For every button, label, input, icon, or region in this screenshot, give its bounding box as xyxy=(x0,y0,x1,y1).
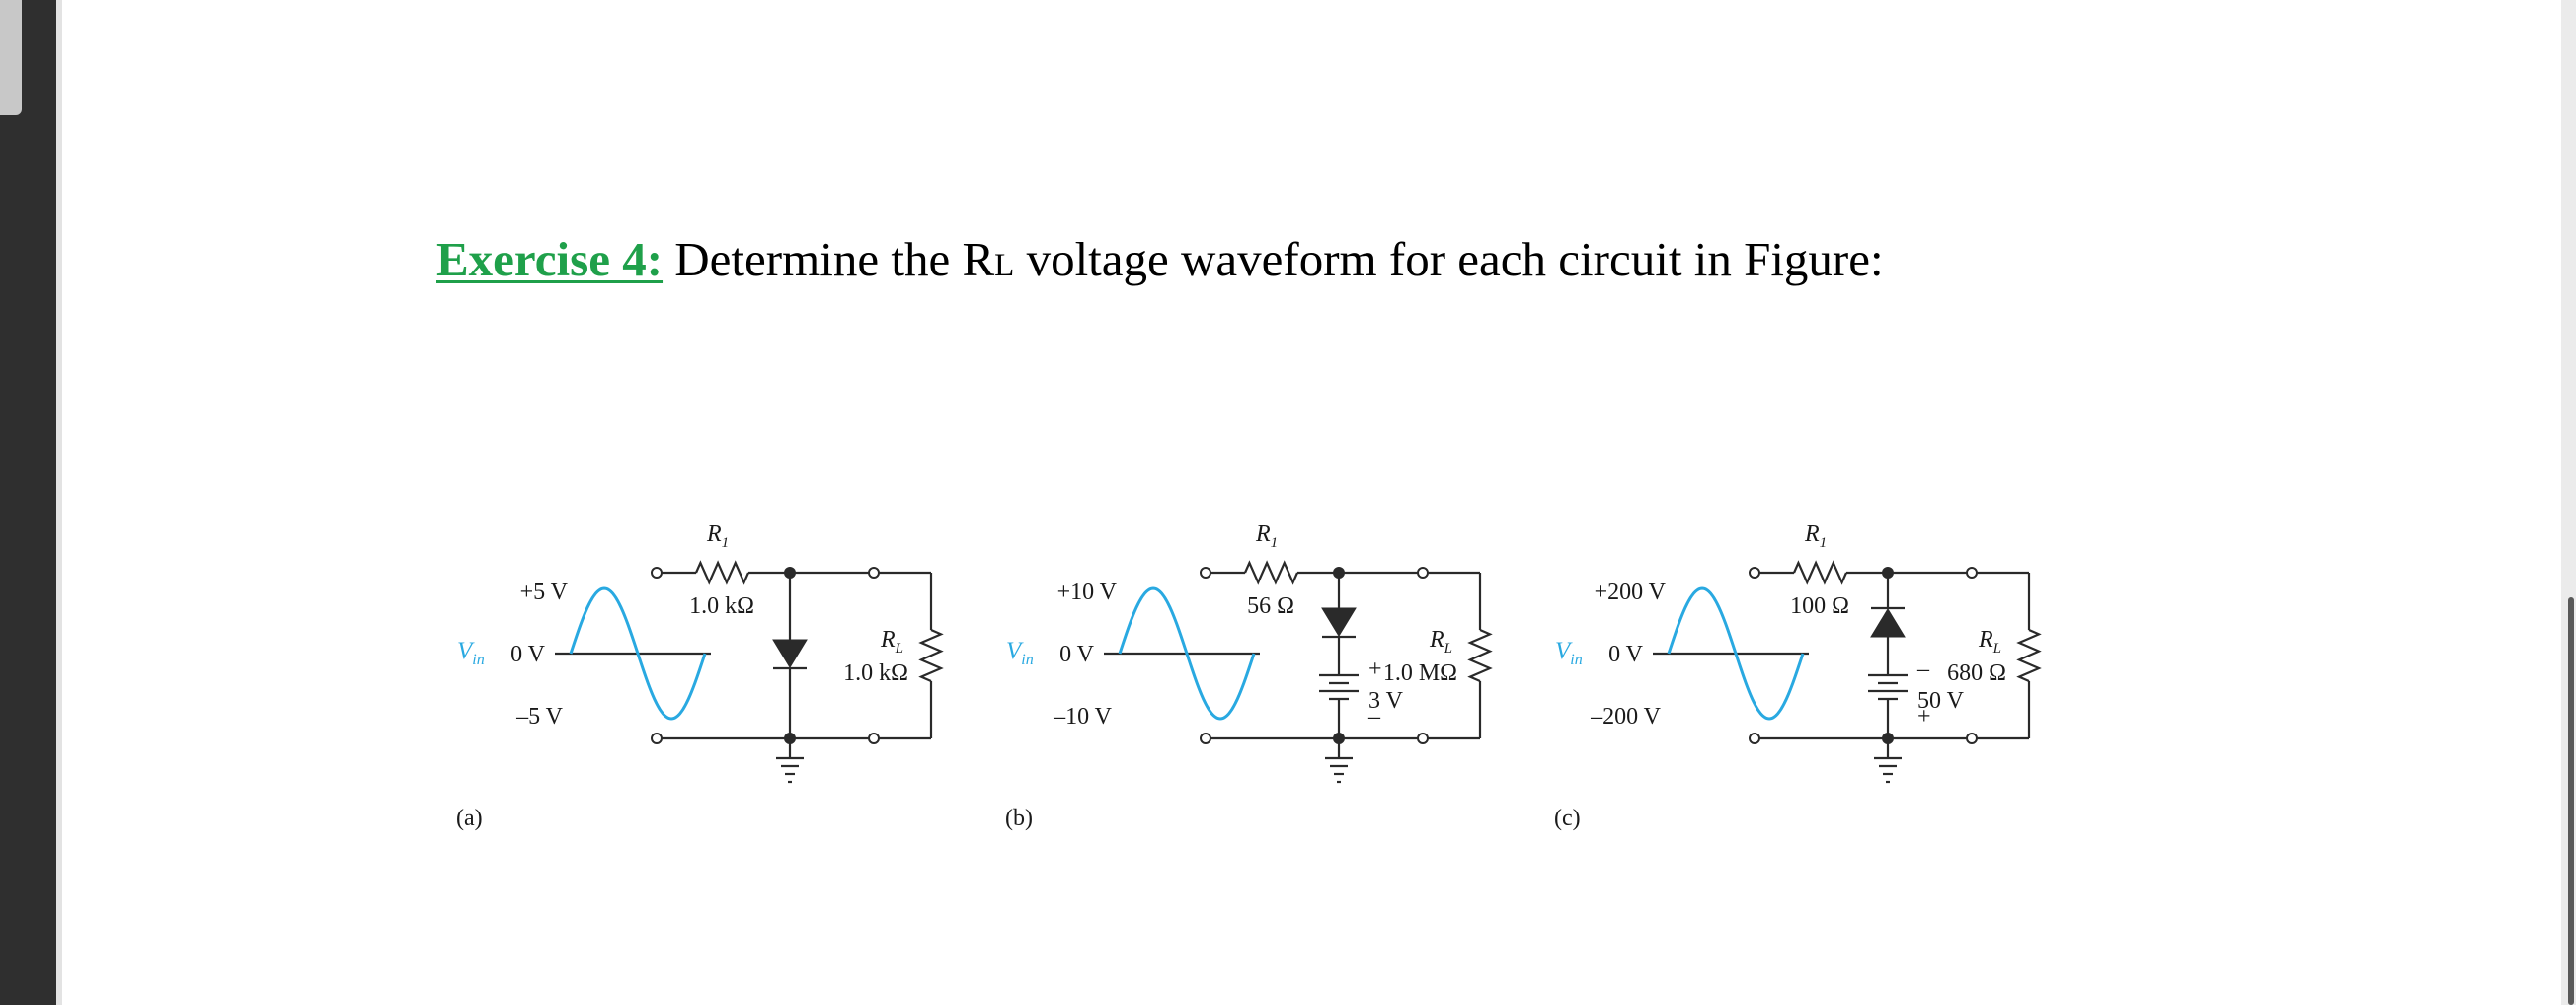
r1-name-label: R1 xyxy=(1255,521,1278,551)
rl-name-label: RL xyxy=(1429,627,1452,657)
scrollbar-thumb[interactable] xyxy=(2568,597,2574,1005)
vin-label: Vin xyxy=(1006,638,1034,668)
battery-value-label: 50 V xyxy=(1917,688,1965,714)
sine-waveform xyxy=(569,586,707,721)
r1-name-label: R1 xyxy=(706,521,729,551)
circuit-b: Vin +10 V 0 V –10 V R1 56 Ω RL 1.0 MΩ+ –3 V (b) xyxy=(1005,521,1493,831)
left-panel-bar xyxy=(0,0,56,1005)
input-terminal-bottom xyxy=(1200,733,1211,744)
output-terminal-bottom xyxy=(1417,733,1429,744)
sine-waveform xyxy=(1667,586,1805,721)
vin-label: Vin xyxy=(1555,638,1583,668)
exercise-heading: Exercise 4: Determine the RL voltage wav… xyxy=(436,230,1884,295)
vin-label: Vin xyxy=(457,638,485,668)
rl-name-label: RL xyxy=(1978,627,2001,657)
circuit-caption: (b) xyxy=(1005,806,1033,831)
output-terminal-bottom xyxy=(868,733,880,744)
circuit-caption: (a) xyxy=(456,806,483,831)
battery-top-sign: + xyxy=(1368,657,1382,682)
diode-symbol xyxy=(772,639,808,668)
zero-volt-label: 0 V xyxy=(1608,642,1644,667)
rl-resistor-symbol xyxy=(2016,628,2042,683)
circuit-c: Vin +200 V 0 V –200 V R1 100 Ω RL 680 Ω– +50 V (c… xyxy=(1554,521,2042,831)
positive-peak-label: +5 V xyxy=(520,580,569,605)
heading-text: Determine the R xyxy=(663,232,995,286)
output-terminal-bottom xyxy=(1966,733,1978,744)
rl-value-label: 680 Ω xyxy=(1947,660,2006,686)
heading-subscript: L xyxy=(994,248,1015,283)
rl-resistor-symbol xyxy=(918,628,944,683)
r1-name-label: R1 xyxy=(1804,521,1827,551)
exercise-label: Exercise 4: xyxy=(436,232,664,286)
positive-peak-label: +10 V xyxy=(1057,580,1118,605)
input-terminal-top xyxy=(1200,567,1211,579)
output-terminal-top xyxy=(1417,567,1429,579)
diode-symbol xyxy=(1870,608,1906,638)
positive-peak-label: +200 V xyxy=(1595,580,1667,605)
heading-text-end: voltage waveform for each circuit in Fig… xyxy=(1014,232,1884,286)
input-terminal-top xyxy=(1749,567,1760,579)
input-terminal-top xyxy=(651,567,663,579)
r1-value-label: 56 Ω xyxy=(1247,593,1294,619)
battery-bottom-sign: + xyxy=(1917,704,1931,730)
battery-bottom-sign: – xyxy=(1367,704,1381,730)
negative-peak-label: –5 V xyxy=(515,704,564,730)
circuit-caption: (c) xyxy=(1554,806,1581,831)
left-panel-tab[interactable] xyxy=(0,0,22,115)
rl-resistor-symbol xyxy=(1467,628,1493,683)
r1-resistor-symbol xyxy=(1792,560,1848,585)
output-terminal-top xyxy=(1966,567,1978,579)
r1-value-label: 100 Ω xyxy=(1790,593,1849,619)
input-terminal-bottom xyxy=(1749,733,1760,744)
r1-value-label: 1.0 kΩ xyxy=(689,593,754,619)
sine-waveform xyxy=(1118,586,1256,721)
battery-value-label: 3 V xyxy=(1368,688,1404,714)
rl-value-label: 1.0 MΩ xyxy=(1383,660,1457,686)
rl-value-label: 1.0 kΩ xyxy=(843,660,908,686)
r1-resistor-symbol xyxy=(694,560,750,585)
output-terminal-top xyxy=(868,567,880,579)
circuit-a: Vin +5 V 0 V –5 V R1 1.0 kΩ RL 1.0 kΩ (a) xyxy=(456,521,944,831)
diode-symbol xyxy=(1321,607,1357,637)
zero-volt-label: 0 V xyxy=(510,642,546,667)
zero-volt-label: 0 V xyxy=(1059,642,1095,667)
negative-peak-label: –200 V xyxy=(1590,704,1662,730)
rl-name-label: RL xyxy=(880,627,903,657)
r1-resistor-symbol xyxy=(1243,560,1299,585)
battery-top-sign: – xyxy=(1916,657,1930,682)
input-terminal-bottom xyxy=(651,733,663,744)
negative-peak-label: –10 V xyxy=(1053,704,1113,730)
left-panel-edge xyxy=(56,0,62,1005)
